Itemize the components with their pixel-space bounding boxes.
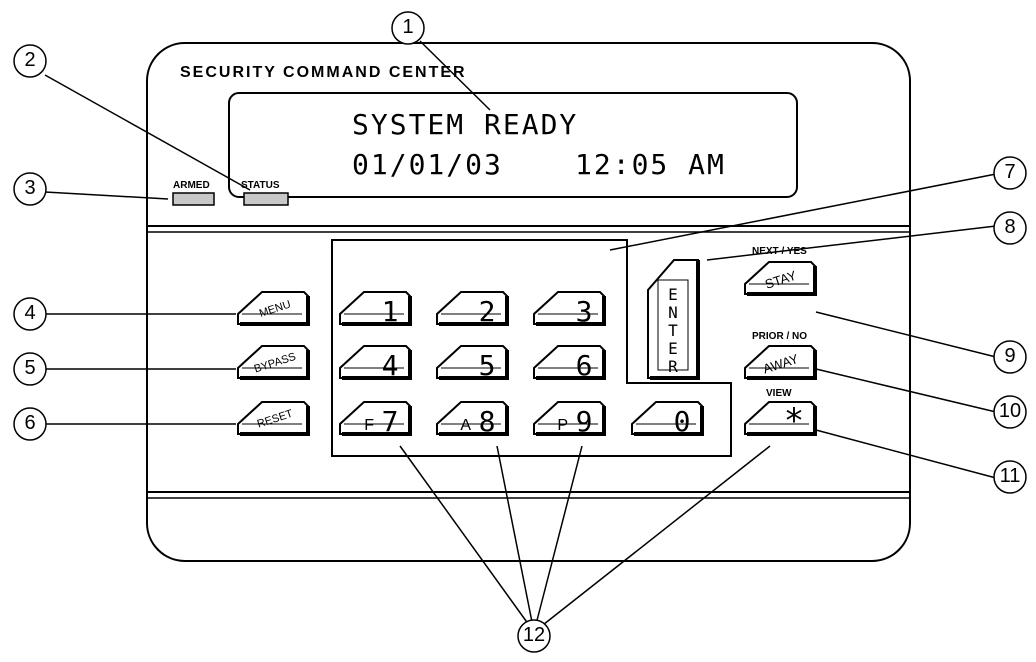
digit-key-9-label: 9 [576, 405, 593, 438]
digit-key-1[interactable]: 1 [339, 291, 412, 328]
digit-key-group-outline [331, 239, 732, 457]
digit-key-9-prefix: P [557, 417, 568, 434]
digit-key-2-label: 2 [479, 295, 496, 328]
callout-1: 1 [402, 16, 414, 38]
digit-key-7-prefix: F [364, 417, 374, 434]
callout-5: 5 [24, 357, 36, 379]
digit-key-8-label: 8 [479, 405, 496, 438]
digit-key-6-label: 6 [576, 349, 593, 382]
digit-key-4-label: 4 [382, 349, 399, 382]
enter-key[interactable]: ENTER [647, 259, 700, 380]
lcd-line-1: SYSTEM READY [352, 108, 579, 141]
digit-key-3-label: 3 [576, 295, 593, 328]
callout-11: 11 [999, 465, 1021, 487]
digit-key-0-label: 0 [674, 405, 691, 438]
enter-key-letter: E [668, 285, 678, 304]
lcd-display-frame [228, 92, 798, 198]
stay-caption: NEXT / YES [752, 246, 807, 257]
menu-key[interactable]: MENU [237, 291, 310, 326]
callout-8: 8 [1004, 216, 1016, 238]
armed-led [172, 192, 215, 206]
away-caption: PRIOR / NO [752, 331, 808, 342]
stay-key[interactable]: STAY [744, 261, 817, 296]
callout-3: 3 [24, 177, 36, 199]
lcd-line-2-time: 12:05 AM [575, 148, 726, 181]
callout-7: 7 [1004, 161, 1016, 183]
callout-12: 12 [522, 624, 546, 646]
callout-6: 6 [24, 412, 36, 434]
enter-key-letter: N [668, 303, 678, 322]
away-key[interactable]: AWAY [744, 345, 817, 380]
armed-label: ARMED [173, 180, 210, 191]
digit-key-6[interactable]: 6 [533, 345, 606, 382]
digit-key-7-label: 7 [382, 405, 399, 438]
status-label: STATUS [241, 180, 280, 191]
digit-key-4[interactable]: 4 [339, 345, 412, 382]
digit-key-1-label: 1 [382, 295, 399, 328]
callout-10: 10 [998, 400, 1022, 422]
enter-key-letter: R [668, 357, 678, 376]
enter-key-letter: E [668, 339, 678, 358]
digit-key-3[interactable]: 3 [533, 291, 606, 328]
star-key-label: * [784, 401, 804, 441]
reset-key[interactable]: RESET [237, 401, 310, 436]
star-key[interactable]: * [744, 401, 817, 441]
digit-key-5[interactable]: 5 [436, 345, 509, 382]
callout-leaders [44, 40, 997, 633]
star-caption: VIEW [766, 388, 792, 399]
callout-2: 2 [24, 49, 36, 71]
enter-key-letter: T [668, 321, 678, 340]
bypass-key[interactable]: BYPASS [237, 345, 310, 380]
digit-key-2[interactable]: 2 [436, 291, 509, 328]
brand-title: SECURITY COMMAND CENTER [180, 64, 467, 81]
callout-circles [13, 11, 1027, 653]
lcd-line-2-date: 01/01/03 [352, 148, 503, 181]
digit-key-0[interactable]: 0 [631, 401, 704, 438]
digit-key-5-label: 5 [479, 349, 496, 382]
callout-4: 4 [24, 302, 36, 324]
status-led [243, 192, 289, 206]
digit-key-8-prefix: A [460, 417, 471, 434]
callout-9: 9 [1004, 345, 1016, 367]
